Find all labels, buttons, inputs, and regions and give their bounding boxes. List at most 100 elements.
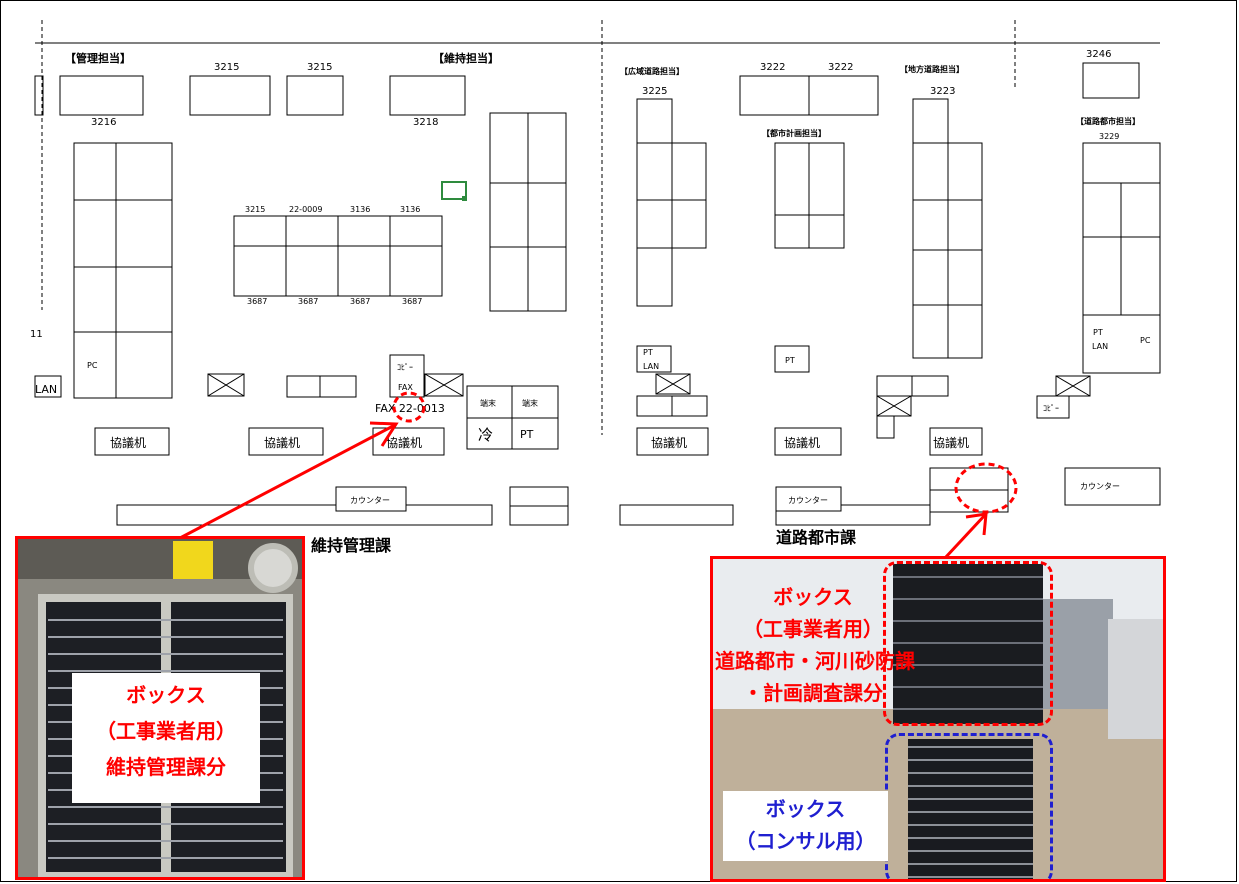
team-label-kanri: 【管理担当】 bbox=[65, 51, 131, 65]
lan-label-1: LAN bbox=[643, 362, 659, 371]
desk-3215-a bbox=[189, 75, 271, 116]
callout-right-contractor: ボックス （工事業者用） 道路都市・河川砂防課 ・計画調査課分 bbox=[713, 581, 915, 709]
fridge-label: 冷 bbox=[478, 426, 493, 444]
copy-box-right bbox=[1036, 395, 1070, 419]
pillar-5 bbox=[1055, 375, 1091, 397]
arrow-left bbox=[179, 423, 396, 540]
meeting-desk-2 bbox=[248, 427, 324, 456]
callout-consultant-line-2: （コンサル用） bbox=[735, 829, 876, 853]
meeting-desk-5 bbox=[774, 427, 842, 456]
counter-label-left: カウンター bbox=[350, 496, 390, 505]
meeting-desk-label-3: 協議机 bbox=[386, 435, 422, 450]
meeting-desk-6 bbox=[929, 427, 983, 456]
fax-label: FAX bbox=[398, 383, 413, 392]
terminal-label-2: 端末 bbox=[522, 398, 538, 408]
counter-label-far-right: カウンター bbox=[1080, 482, 1120, 491]
pc-label-left: PC bbox=[87, 361, 98, 370]
team-label-iji: 【維持担当】 bbox=[433, 51, 499, 65]
counter-right bbox=[775, 504, 931, 526]
meeting-desk-label-6: 協議机 bbox=[933, 435, 969, 450]
ext-3223: 3223 bbox=[930, 86, 955, 97]
pt-label-right: PT bbox=[1093, 328, 1103, 337]
arrow-right-head bbox=[965, 512, 988, 536]
callout-left-line-2: （工事業者用） bbox=[96, 719, 236, 743]
meeting-desk-4 bbox=[636, 427, 709, 456]
ext-3687-d: 3687 bbox=[402, 297, 422, 306]
ext-3136-b: 3136 bbox=[400, 205, 420, 214]
callout-right-line-3: 道路都市・河川砂防課 bbox=[715, 649, 915, 673]
team-label-chiho: 【地方道路担当】 bbox=[900, 64, 964, 74]
pt-label-2: PT bbox=[785, 356, 795, 365]
meeting-desk-label-1: 協議机 bbox=[110, 435, 146, 450]
ext-3687-c: 3687 bbox=[350, 297, 370, 306]
ext-3215-b: 3215 bbox=[307, 62, 332, 73]
counter-middle bbox=[619, 504, 734, 526]
section-title-right: 道路都市課 bbox=[776, 528, 857, 547]
ext-11: 11 bbox=[30, 329, 43, 340]
pc-label-right: PC bbox=[1140, 336, 1151, 345]
pillar-2 bbox=[424, 373, 464, 397]
desk-3218 bbox=[389, 75, 466, 116]
ext-3687-a: 3687 bbox=[247, 297, 267, 306]
desk-block-left bbox=[73, 142, 173, 399]
ext-3136-a: 3136 bbox=[350, 205, 370, 214]
meeting-desk-3 bbox=[372, 427, 445, 456]
ext-3229: 3229 bbox=[1099, 132, 1119, 141]
meeting-desk-label-4: 協議机 bbox=[651, 435, 687, 450]
meeting-desk-label-2: 協議机 bbox=[264, 435, 300, 450]
team-label-toshikeikaku: 【都市計画担当】 bbox=[762, 128, 826, 138]
desk-edge bbox=[34, 75, 44, 116]
counter-left-label-box bbox=[335, 486, 407, 512]
lan-box bbox=[34, 375, 62, 398]
desk-block-3225 bbox=[636, 98, 673, 307]
pt-lan-box bbox=[636, 345, 672, 373]
ext-3687-b: 3687 bbox=[298, 297, 318, 306]
callout-consultant-line-1: ボックス bbox=[765, 797, 846, 821]
counter-far-right bbox=[1064, 467, 1161, 506]
desk-block-3223 bbox=[912, 98, 949, 359]
pt-label-3: PT bbox=[520, 428, 534, 441]
desk-3215-b bbox=[286, 75, 344, 116]
fax-number: FAX 22-0013 bbox=[375, 402, 445, 415]
ext-3218: 3218 bbox=[413, 117, 438, 128]
ext-3246: 3246 bbox=[1086, 49, 1111, 60]
arrow-left-head bbox=[369, 421, 399, 447]
cabinet-right-top bbox=[893, 564, 1043, 724]
lan-label-left: LAN bbox=[35, 383, 57, 396]
laptop-icon bbox=[441, 181, 467, 200]
desk-3216 bbox=[59, 75, 144, 116]
ext-3216: 3216 bbox=[91, 117, 116, 128]
callout-left-line-1: ボックス bbox=[126, 683, 206, 707]
ext-22-0009: 22-0009 bbox=[289, 205, 322, 214]
cabinet-right-bottom bbox=[908, 739, 1033, 879]
copy-label-right: ｺﾋﾟｰ bbox=[1043, 404, 1059, 413]
callout-right-line-4: ・計画調査課分 bbox=[743, 681, 883, 705]
copy-fax-machine bbox=[389, 354, 425, 398]
location-marker-right bbox=[954, 462, 1018, 514]
pillar-1 bbox=[207, 373, 245, 397]
dashed-frame-contractor bbox=[883, 561, 1053, 726]
counter-left bbox=[116, 504, 493, 526]
ext-3215-a: 3215 bbox=[214, 62, 239, 73]
desk-block-3229 bbox=[1082, 142, 1161, 374]
pt-box bbox=[774, 345, 810, 373]
photo-left: ボックス （工事業者用） 維持管理課分 bbox=[15, 536, 305, 880]
terminal-label-1: 端末 bbox=[480, 398, 496, 408]
counter-label-right: カウンター bbox=[788, 496, 828, 505]
pillar-3 bbox=[655, 373, 691, 395]
ext-3225: 3225 bbox=[642, 86, 667, 97]
callout-right-line-2: （工事業者用） bbox=[743, 617, 883, 641]
ext-3222-b: 3222 bbox=[828, 62, 853, 73]
team-label-kohaniki: 【広域道路担当】 bbox=[620, 66, 684, 76]
ext-3215-c: 3215 bbox=[245, 205, 265, 214]
pillar-4 bbox=[876, 395, 912, 417]
callout-right-line-1: ボックス bbox=[773, 585, 853, 609]
callout-left-line-3: 維持管理課分 bbox=[106, 755, 226, 779]
dashed-frame-consultant bbox=[885, 733, 1053, 879]
desk-3246 bbox=[1082, 62, 1140, 99]
arrow-right bbox=[943, 513, 987, 560]
pt-label-1: PT bbox=[643, 348, 653, 357]
meeting-desk-label-5: 協議机 bbox=[784, 435, 820, 450]
